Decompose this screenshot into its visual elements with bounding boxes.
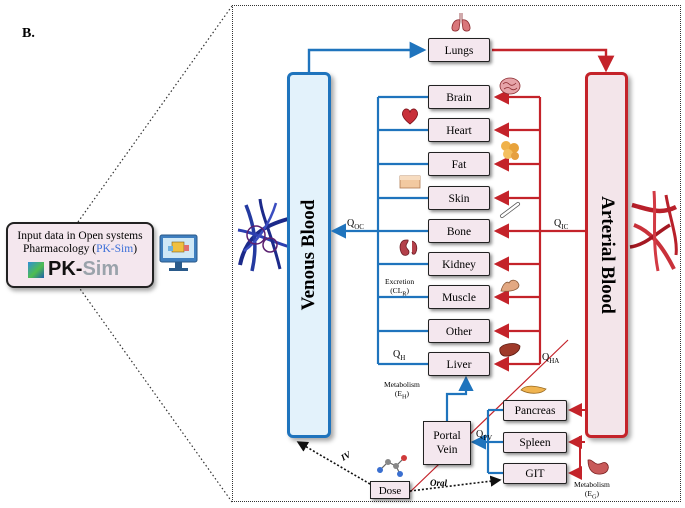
pk-sim-logo-mark [28,262,44,278]
kidney-compartment: Kidney [428,252,490,276]
muscle-compartment: Muscle [428,285,490,309]
portal-vein-compartment: Portal Vein [423,421,471,465]
panel-label: B. [22,26,35,41]
brain-compartment: Brain [428,85,490,109]
dose-box: Dose [370,481,410,499]
skin-icon [399,175,421,189]
q-h-label: QH [393,349,406,362]
venous-blood-compartment [287,72,331,438]
fat-tissue-icon [501,141,519,160]
gut-metabolism-annotation: Metabolism (EG) [574,480,610,501]
stomach-intestine-icon [587,459,609,475]
bone-icon [500,202,520,218]
hepatic-metabolism-annotation: Metabolism (EH) [384,380,420,401]
pk-sim-link-text: PK-Sim [96,243,134,255]
muscle-arm-icon [500,279,520,292]
pk-sim-logo: PK-Sim [16,258,146,282]
info-line-2: Pharmacology (PK-Sim) [22,243,138,255]
q-ic-label: QIC [554,218,569,231]
kidney-icon [399,239,418,256]
other-compartment: Other [428,319,490,343]
lungs-compartment: Lungs [428,38,490,62]
venous-vessel-illustration-icon [237,198,291,272]
info-line-1: Input data in Open systems [17,230,143,242]
q-oc-label: QOC [347,218,364,231]
pancreas-compartment: Pancreas [503,400,567,421]
q-pv-label: QPV [476,429,493,442]
git-compartment: GIT [503,463,567,484]
computer-monitor-icon [159,234,198,271]
brain-icon [499,77,521,95]
oral-route-label: Oral [430,478,448,488]
spleen-compartment: Spleen [503,432,567,453]
liver-icon [499,343,521,357]
arterial-vessel-illustration-icon [629,190,678,272]
model-frame [232,5,681,502]
fat-compartment: Fat [428,152,490,176]
excretion-annotation: Excretion (CLR) [385,277,415,298]
lungs-icon [451,13,471,32]
heart-compartment: Heart [428,118,490,142]
bone-compartment: Bone [428,219,490,243]
skin-compartment: Skin [428,186,490,210]
heart-icon [402,108,418,125]
arterial-blood-compartment [585,72,628,438]
pancreas-icon [520,385,547,394]
molecule-icon [377,455,407,477]
q-ha-label: QHA [542,352,560,365]
liver-compartment: Liver [428,352,490,376]
